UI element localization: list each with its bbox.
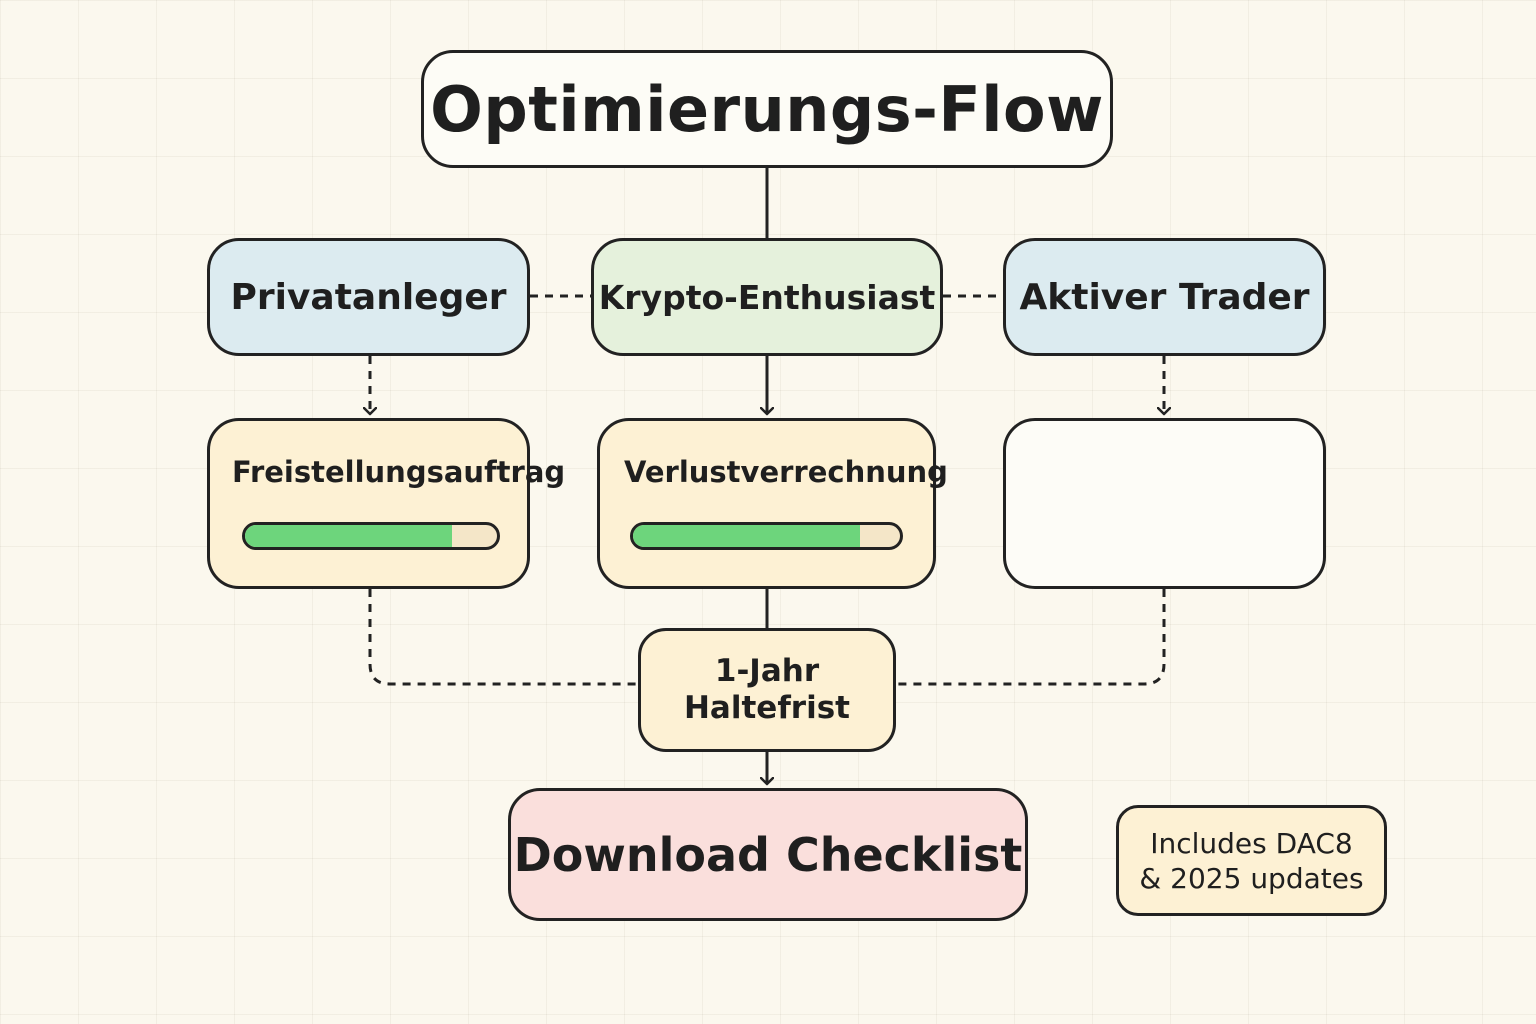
strategy-card-verlustverrechnung[interactable]: Verlustverrechnung xyxy=(597,418,948,589)
strategy-card-empty[interactable] xyxy=(1003,418,1326,589)
progress-bar xyxy=(242,522,500,550)
progress-fill xyxy=(245,525,452,547)
strategy-label: Freistellungsauftrag xyxy=(232,455,566,489)
progress-fill xyxy=(633,525,860,547)
dac8-note: Includes DAC8 & 2025 updates xyxy=(1116,805,1387,916)
persona-krypto-enthusiast[interactable]: Krypto-Enthusiast xyxy=(591,238,943,356)
persona-aktiver-trader[interactable]: Aktiver Trader xyxy=(1003,238,1326,356)
strategy-label: Verlustverrechnung xyxy=(624,455,948,489)
progress-bar xyxy=(630,522,903,550)
note-line2: & 2025 updates xyxy=(1139,861,1364,895)
download-checklist-button[interactable]: Download Checklist xyxy=(508,788,1028,921)
holding-period-line1: 1-Jahr xyxy=(714,652,820,689)
holding-period-line2: Haltefrist xyxy=(683,690,850,726)
persona-privatanleger[interactable]: Privatanleger xyxy=(207,238,530,356)
connector-trader-holding xyxy=(896,589,1166,686)
holding-period-box: 1-Jahr Haltefrist xyxy=(638,628,896,752)
flow-title: Optimierungs-Flow xyxy=(421,50,1113,168)
note-line1: Includes DAC8 xyxy=(1150,826,1353,860)
strategy-card-freistellungsauftrag[interactable]: Freistellungsauftrag xyxy=(207,418,565,589)
connector-freistellung-holding xyxy=(368,589,638,686)
